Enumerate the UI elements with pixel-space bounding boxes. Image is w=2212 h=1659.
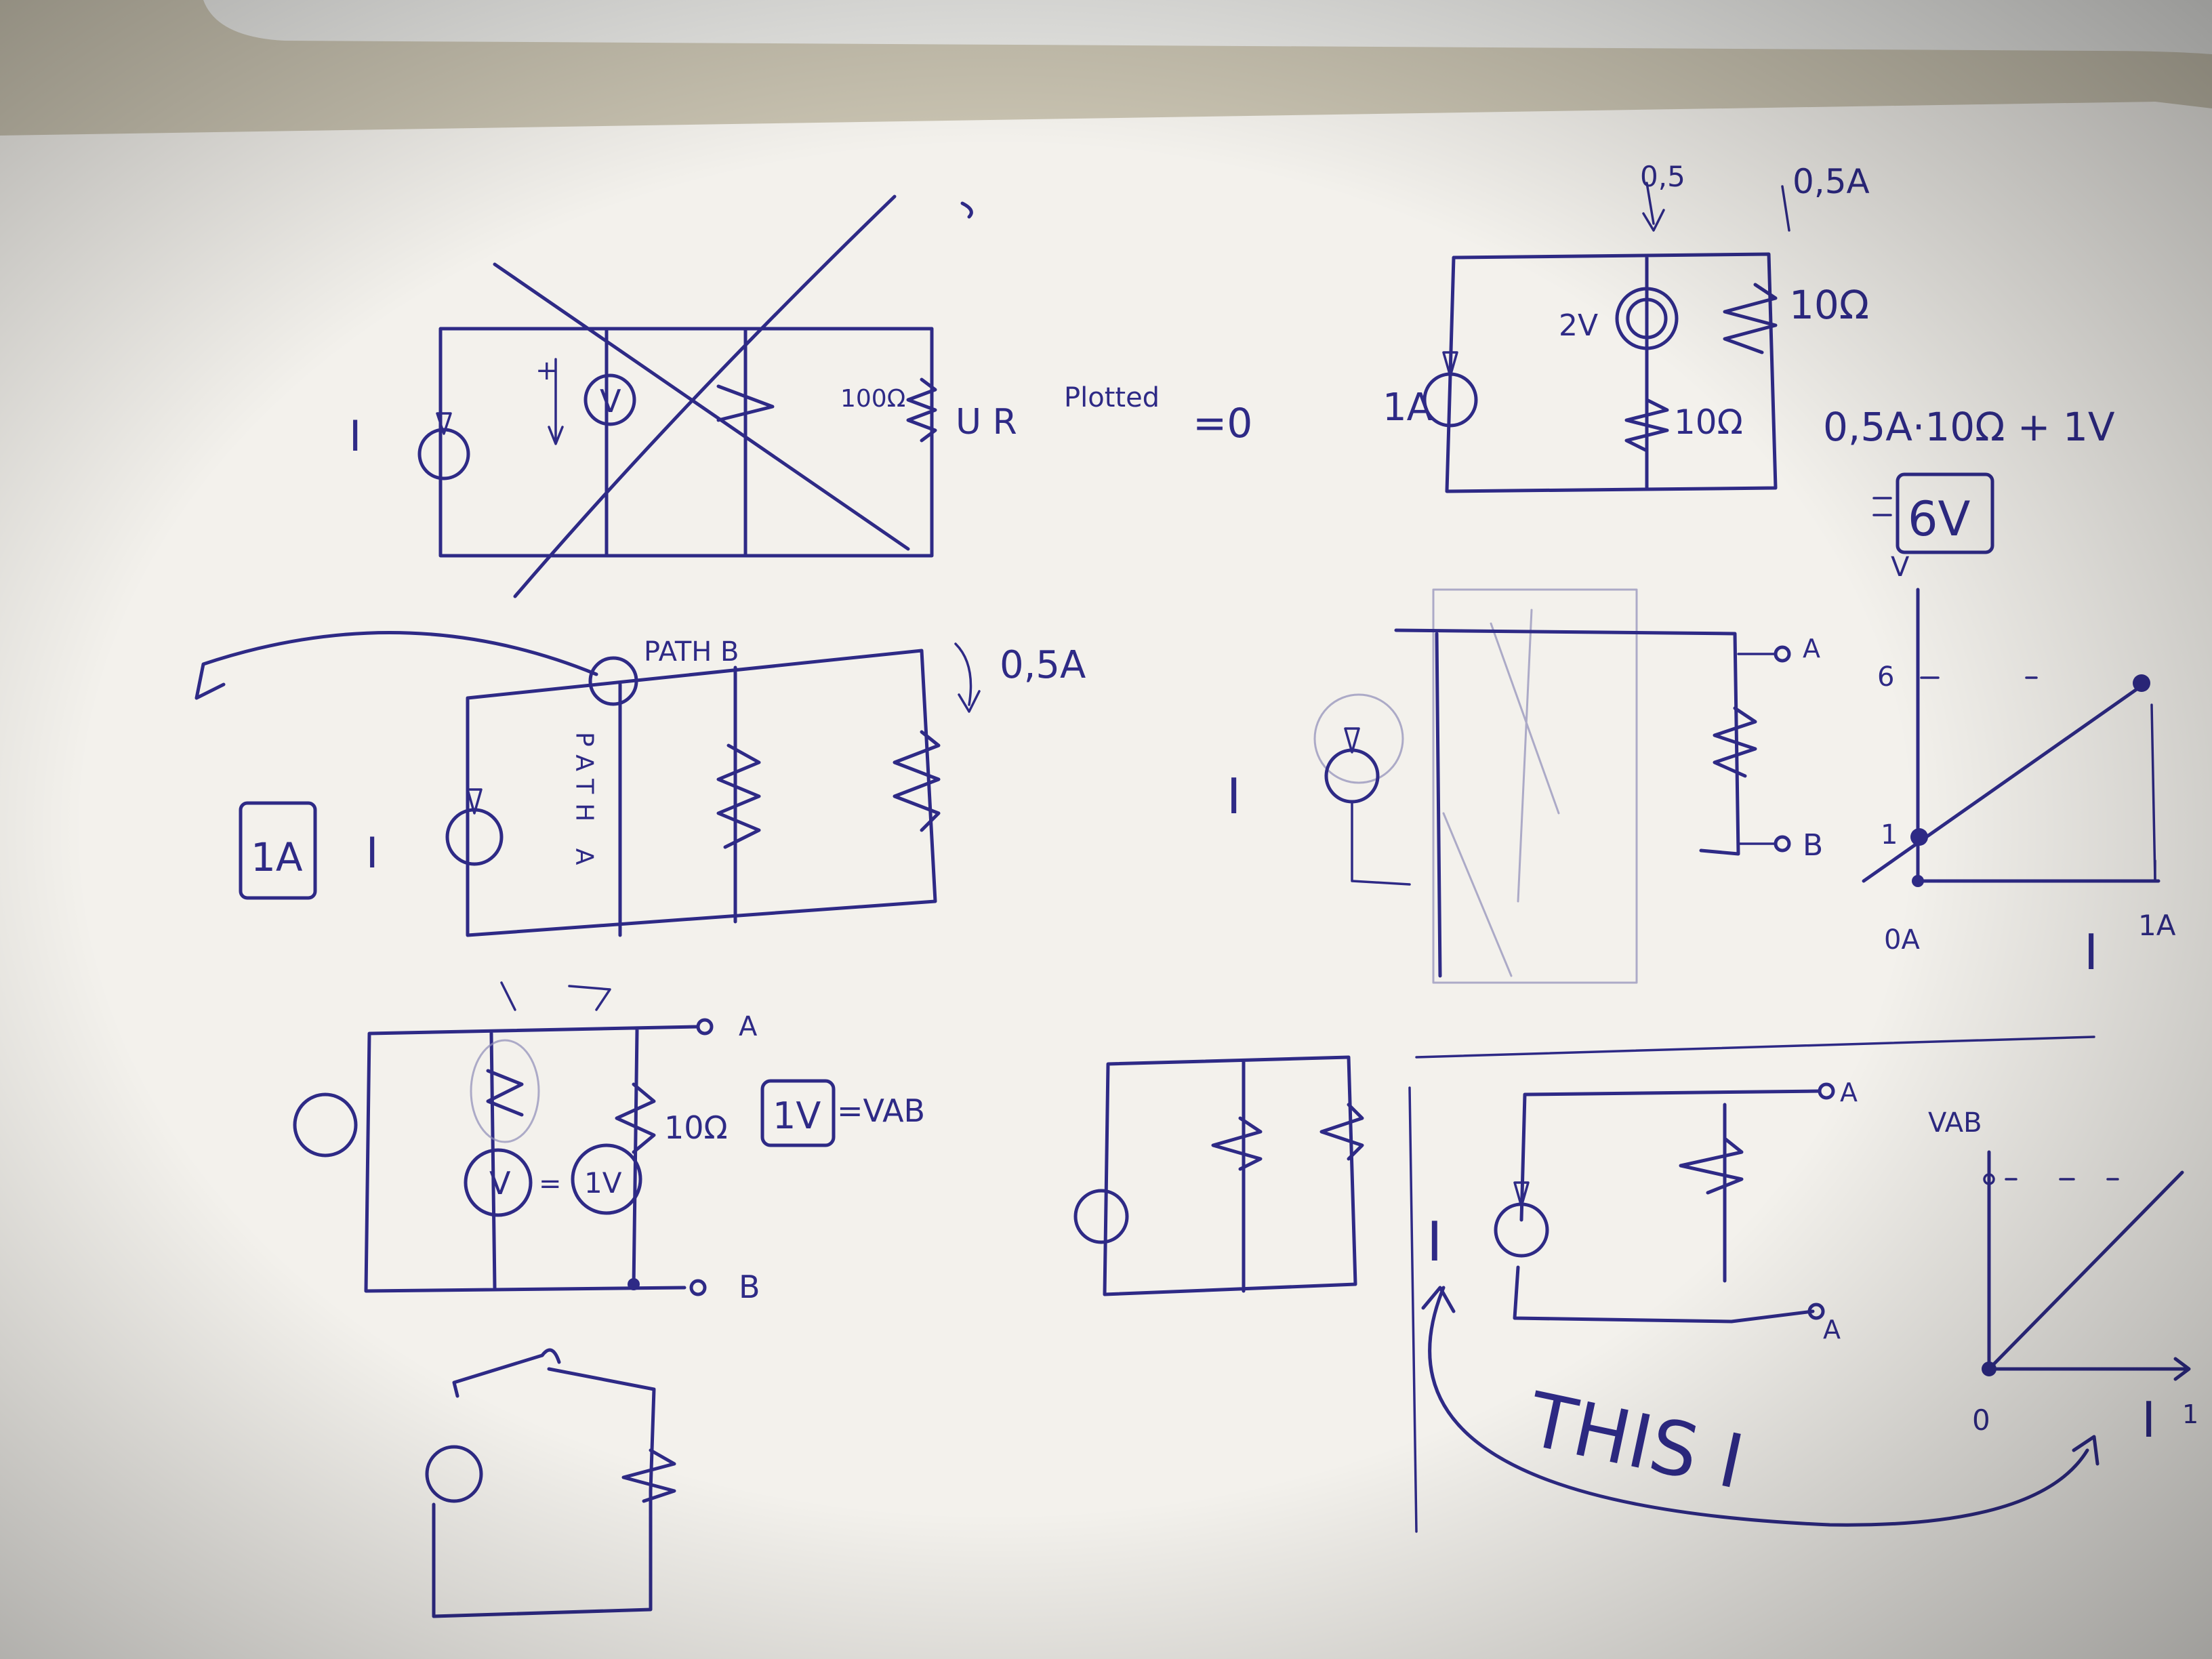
- path-b-label: PATH B: [644, 636, 739, 668]
- paper-sheet: [0, 102, 2212, 1659]
- tr-top-label-1: 0,5: [1640, 160, 1685, 193]
- graph1-x-tick: 1A: [2138, 909, 2176, 942]
- tr-resistor-top: 10Ω: [1789, 282, 1869, 328]
- circuit2-boxed-current: 1A: [251, 834, 303, 880]
- circuit1-equals-zero: =0: [1193, 400, 1252, 447]
- tr-voltage-source: 2V: [1559, 308, 1598, 343]
- tr-top-label-2: 0,5A: [1793, 162, 1870, 201]
- graph1-point-1A-low: [1910, 828, 1928, 846]
- br-node-bottom: A: [1823, 1315, 1841, 1345]
- tr-result: 6V: [1908, 491, 1971, 547]
- br-node-top: A: [1840, 1078, 1858, 1107]
- graph1-y-tick-1: 1: [1881, 819, 1898, 851]
- br-source-label: I: [1427, 1210, 1443, 1273]
- circuit1-voltmeter-label: V: [600, 383, 621, 419]
- graph1-y-axis-label: V: [1891, 552, 1910, 583]
- circuit1-polarity: +: [535, 355, 558, 386]
- tr-current-source: 1A: [1382, 386, 1433, 430]
- circuit3-meter-label: V: [489, 1165, 511, 1202]
- circuit3-equals: =: [539, 1168, 562, 1200]
- mr-source-label: I: [1227, 768, 1241, 825]
- circuit1-source-label: I: [349, 411, 361, 461]
- graph1-x-axis-label: I: [2084, 924, 2098, 981]
- circuit3-vab-label: =VAB: [837, 1092, 925, 1129]
- mr-node-a: A: [1803, 634, 1820, 663]
- graph2-x-tick: 1: [2182, 1399, 2198, 1429]
- circuit2-source-label: I: [366, 828, 378, 878]
- circuit1-resistor-label: 100Ω: [840, 385, 905, 413]
- circuit2-current-label: 0,5A: [1000, 643, 1086, 687]
- graph2-x-axis-label: I: [2142, 1391, 2156, 1448]
- circuit1-vr-label: U R: [956, 402, 1017, 443]
- graph1-x-origin: 0A: [1884, 924, 1920, 956]
- graph1-point-1A-high: [2133, 674, 2150, 692]
- tr-equation: 0,5A·10Ω + 1V: [1823, 404, 2115, 450]
- circuit3-boxed-voltage: 1V: [773, 1094, 821, 1137]
- circuit3-resistor-label: 10Ω: [664, 1109, 728, 1146]
- circuit3-meter2-label: 1V: [584, 1166, 622, 1200]
- circuit3-node-a: A: [739, 1011, 758, 1042]
- graph2-origin: [1982, 1361, 1996, 1376]
- graph1-y-tick-6: 6: [1877, 661, 1894, 693]
- graph2-x-origin: 0: [1972, 1404, 1990, 1437]
- tr-resistor-bottom: 10Ω: [1674, 403, 1743, 442]
- circuit3-node-b: B: [739, 1269, 760, 1305]
- graph1-origin: [1912, 875, 1924, 887]
- path-a-label: PATH A: [571, 732, 598, 874]
- circuit1-note: Plotted: [1064, 382, 1160, 413]
- mr-node-b: B: [1803, 828, 1823, 863]
- graph2-y-axis-label: VAB: [1928, 1107, 1982, 1139]
